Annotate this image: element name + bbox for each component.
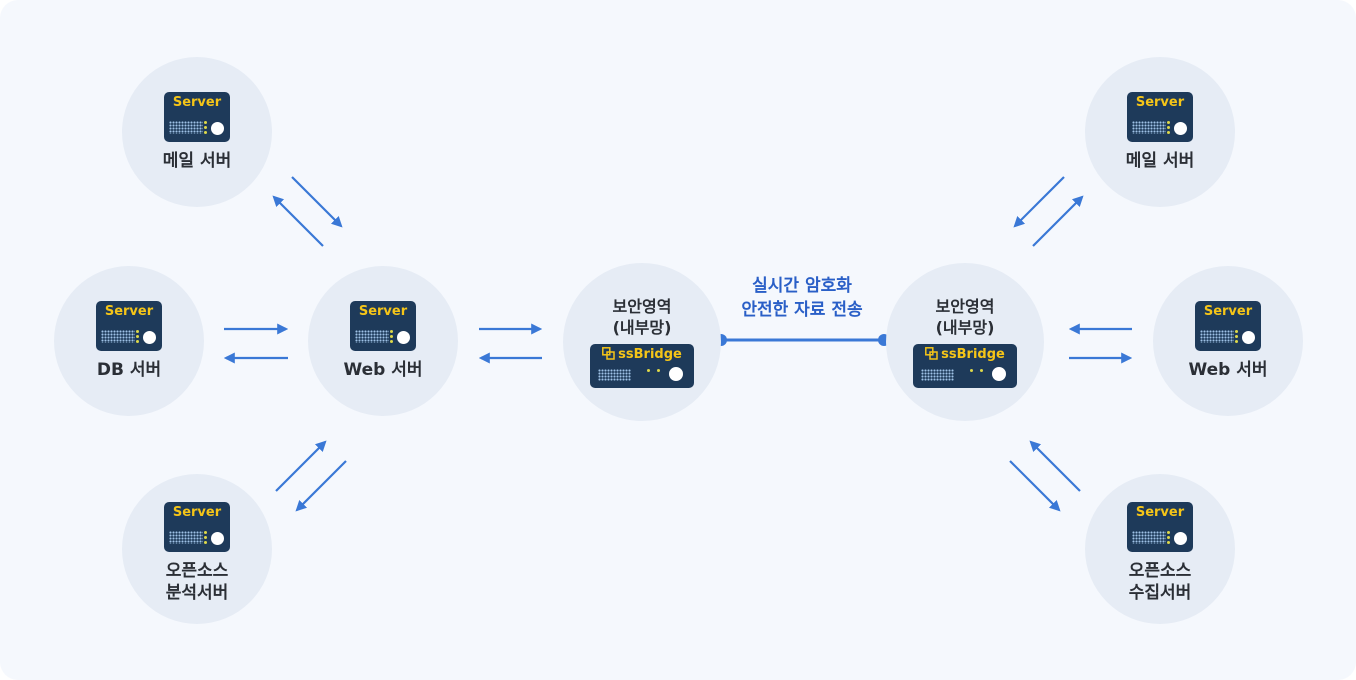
server-icon-label: Server [1135,95,1185,110]
server-icon: Server [1127,502,1193,552]
status-leds [136,330,140,343]
status-leds [204,121,208,134]
arrow-web-to-opensource-left [295,460,347,512]
node-web-server-right: Server Web 서버 [1153,266,1303,416]
power-knob-icon [1172,530,1189,547]
node-label: DB 서버 [96,360,162,380]
ssbridge-device: ssBridge [590,344,694,388]
status-leds [1167,121,1171,134]
power-knob-icon [667,365,685,383]
node-web-server-left: Server Web 서버 [308,266,458,416]
zone-label: 보안영역 (내부망) [935,297,995,337]
node-opensource-analysis-server: Server 오픈소스 분석서버 [122,474,272,624]
arrow-opensource-to-web-left [275,440,327,492]
server-icon: Server [350,301,416,351]
power-knob-icon [141,329,158,346]
ssbridge-device: ssBridge [913,344,1017,388]
node-mail-server-right: Server 메일 서버 [1085,57,1235,207]
server-icon-label: Server [1135,505,1185,520]
vent-grill [921,369,954,381]
vent-grill [1132,531,1166,544]
status-leds [963,357,983,376]
status-leds [1235,330,1239,343]
ssbridge-logo-icon [925,347,938,360]
vent-grill [355,330,389,343]
arrow-zone-to-opensource-right [1009,460,1061,512]
power-knob-icon [395,329,412,346]
vent-grill [169,531,203,544]
ssbridge-label: ssBridge [941,347,1005,362]
node-secure-zone-right: 보안영역 (내부망) ssBridge [886,263,1044,421]
node-label: 오픈소스 분석서버 [165,561,229,603]
power-knob-icon [209,120,226,137]
node-label: Web 서버 [1188,360,1268,380]
ssbridge-title: ssBridge [913,346,1017,364]
node-label: 메일 서버 [162,151,232,171]
status-leds [204,531,208,544]
node-label: Web 서버 [343,360,423,380]
server-icon: Server [96,301,162,351]
server-icon: Server [1195,301,1261,351]
server-icon-label: Server [358,304,408,319]
arrow-web-to-mail-left [272,195,324,247]
tunnel-label: 실시간 암호화 안전한 자료 전송 [741,276,863,320]
server-icon: Server [1127,92,1193,142]
vent-grill [1132,121,1166,134]
power-knob-icon [990,365,1008,383]
vent-grill [598,369,631,381]
power-knob-icon [209,530,226,547]
arrow-zone-to-mail-right [1032,195,1084,247]
server-icon: Server [164,502,230,552]
node-mail-server-left: Server 메일 서버 [122,57,272,207]
server-icon: Server [164,92,230,142]
node-opensource-collection-server: Server 오픈소스 수집서버 [1085,474,1235,624]
server-icon-label: Server [172,505,222,520]
power-knob-icon [1172,120,1189,137]
ssbridge-title: ssBridge [590,346,694,364]
node-secure-zone-left: 보안영역 (내부망) ssBridge [563,263,721,421]
vent-grill [169,121,203,134]
vent-grill [101,330,135,343]
ssbridge-label: ssBridge [618,347,682,362]
power-knob-icon [1240,329,1257,346]
status-leds [390,330,394,343]
node-db-server: Server DB 서버 [54,266,204,416]
zone-label: 보안영역 (내부망) [612,297,672,337]
ssbridge-logo-icon [602,347,615,360]
vent-grill [1200,330,1234,343]
server-icon-label: Server [104,304,154,319]
status-leds [1167,531,1171,544]
arrow-mail-to-web-left [291,176,343,228]
arrow-opensource-to-zone-right [1029,440,1081,492]
server-icon-label: Server [1203,304,1253,319]
status-leds [640,357,660,376]
server-icon-label: Server [172,95,222,110]
node-label: 메일 서버 [1125,151,1195,171]
node-label: 오픈소스 수집서버 [1128,561,1192,603]
arrow-mail-to-zone-right [1013,176,1065,228]
